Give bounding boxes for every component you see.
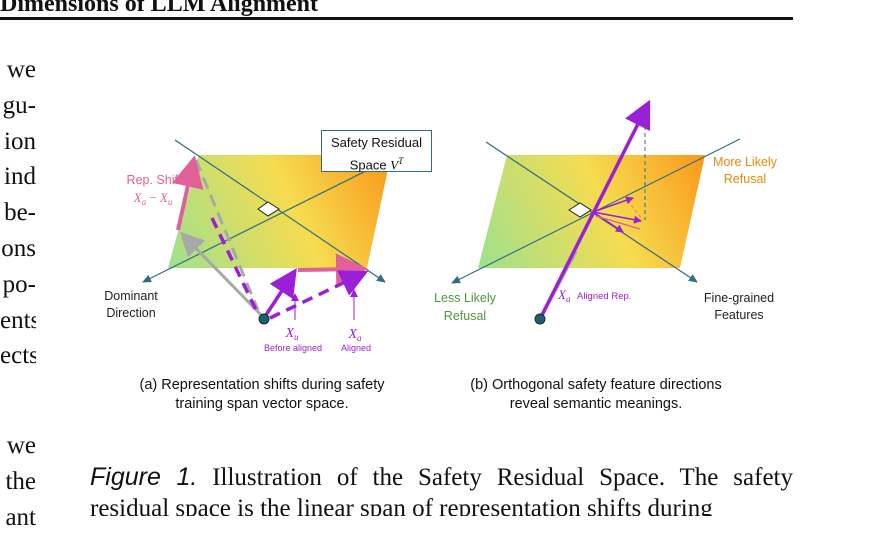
xa-caption: Aligned [341, 343, 371, 353]
component-arrow-3 [592, 211, 624, 233]
xu-arrow [262, 268, 297, 319]
safety-residual-space-box: Safety Residual Space VT [321, 130, 432, 172]
box-label-line1: Safety Residual [330, 135, 423, 150]
figure-diagram: Rep. Shift Xa − Xu Dominant Direction Xu… [104, 99, 778, 353]
more-likely-refusal-label: More Likely [713, 155, 778, 169]
fine-grained-features-label-2: Features [714, 308, 763, 322]
rep-shift-label: Rep. Shift [127, 173, 182, 187]
origin-point-b [534, 313, 546, 325]
figure-label: Figure 1. [90, 463, 198, 491]
axis-line-b1 [485, 141, 698, 283]
figure-caption-line2: residual space is the linear span of rep… [90, 495, 713, 516]
xa-dashed-arrow [269, 270, 369, 320]
left-line: we [6, 56, 36, 83]
header-rule [0, 17, 793, 20]
component-arrow-1 [592, 211, 642, 224]
left-line: ion [4, 127, 36, 155]
running-header: Dimensions of LLM Alignment [0, 0, 319, 17]
dominant-direction-label-2: Direction [106, 306, 155, 320]
left-column-text-top: we gu- ion ind be- ons po- ents ects [0, 52, 36, 374]
rep-shift-formula: Xa − Xu [133, 190, 173, 207]
right-angle-marker-a [257, 201, 280, 217]
gray-arrow-a [179, 231, 266, 320]
right-angle-marker-b [568, 202, 592, 218]
component-arrow-4 [595, 215, 641, 230]
figure-b [451, 99, 741, 325]
xu-to-xa-arrow [297, 253, 368, 286]
left-line: po- [2, 270, 36, 298]
left-line: the [5, 467, 36, 495]
xa-label: Xa [347, 327, 362, 343]
subcaption-a-line2: training span vector space. [175, 396, 349, 412]
gray-dashed-a [194, 159, 260, 311]
left-line: ons [1, 234, 36, 262]
rep-shift-arrow [172, 155, 204, 231]
left-line: be- [4, 199, 36, 227]
dominant-direction-label: Dominant [104, 289, 158, 303]
left-line: we [6, 432, 36, 459]
left-line: ents [0, 306, 36, 334]
left-line: ind [4, 163, 36, 191]
left-line: gu- [2, 91, 36, 119]
less-likely-refusal-label: Less Likely [434, 291, 497, 305]
box-label-line2: Space VT [349, 156, 404, 173]
less-likely-refusal-label-2: Refusal [444, 309, 486, 323]
aligned-rep-label: Xa [557, 287, 571, 304]
more-likely-refusal-label-2: Refusal [724, 172, 766, 186]
subcaption-b-line1: (b) Orthogonal safety feature directions [470, 377, 722, 393]
subcaption-b: (b) Orthogonal safety feature directions… [444, 376, 748, 414]
subcaption-b-line2: reveal semantic meanings. [509, 396, 683, 412]
subcaption-a-line1: (a) Representation shifts during safety [139, 377, 385, 393]
xu-label: Xu [284, 326, 299, 342]
xu-caption: Before aligned [264, 343, 322, 353]
fine-grained-features-label: Fine-grained [704, 291, 774, 305]
aligned-rep-caption: Aligned Rep. [577, 291, 631, 302]
left-line: ects [0, 342, 36, 370]
caption-line1: Illustration of the Safety Residual Spac… [197, 464, 793, 491]
component-arrow-2 [592, 196, 634, 213]
origin-point-a [258, 313, 270, 325]
figure-caption: Figure 1. Illustration of the Safety Res… [90, 462, 793, 493]
subcaption-a: (a) Representation shifts during safety … [112, 376, 412, 414]
